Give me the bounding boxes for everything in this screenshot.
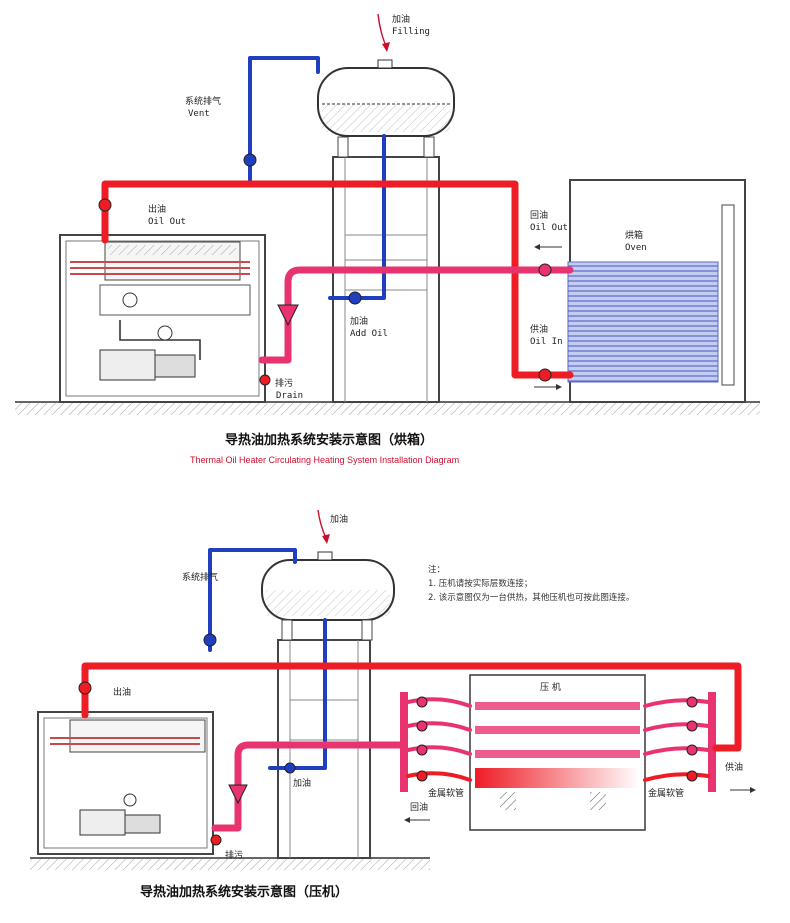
bottom-oil-out-label-cn: 出油 [113, 686, 131, 698]
bottom-diagram: 加油 系统排气 注： 1. 压机请按实际层数连接； 2. 该示意图仅为一台供热，… [30, 509, 756, 900]
bottom-heater-unit [37, 711, 214, 855]
bottom-expansion-tank [261, 551, 395, 641]
note-title: 注： [428, 564, 445, 575]
add-oil-label-en: Add Oil [350, 329, 388, 339]
bottom-return-pipe [211, 741, 404, 832]
return-label-cn: 回油 [530, 209, 548, 221]
oil-out-valve-icon [98, 198, 112, 212]
press-outlet-valve-icon [686, 720, 698, 732]
bottom-drain-valve-icon [210, 834, 222, 846]
bottom-vent-pipe [208, 548, 297, 652]
drain-label-en: Drain [276, 391, 303, 401]
filling-arrow-icon [377, 13, 387, 47]
press-outlet-valve-icon [686, 744, 698, 756]
hose-left-label-cn: 金属软管 [428, 787, 464, 799]
filling-label-en: Filling [392, 27, 430, 37]
vent-valve-icon [243, 153, 257, 167]
supply-label-cn: 供油 [530, 323, 548, 335]
press-label-cn: 压 机 [540, 681, 561, 693]
bottom-filling-label-cn: 加油 [330, 513, 348, 525]
add-oil-label-cn: 加油 [350, 315, 368, 327]
oil-out-label-en: Oil Out [148, 217, 186, 227]
supply-label-en: Oil In [530, 337, 563, 347]
bottom-press-machine [400, 674, 716, 831]
note-line-2: 2. 该示意图仅为一台供热，其他压机也可按此图连接。 [428, 592, 634, 603]
bottom-labels: 加油 系统排气 注： 1. 压机请按实际层数连接； 2. 该示意图仅为一台供热，… [113, 513, 743, 861]
filling-label-cn: 加油 [392, 13, 410, 25]
press-inlet-valve-icon [416, 744, 428, 756]
return-valve-icon [538, 263, 552, 277]
top-title-en: Thermal Oil Heater Circulating Heating S… [190, 455, 459, 465]
bottom-title-cn: 导热油加热系统安装示意图（压机） [140, 884, 348, 900]
top-arrows [377, 13, 562, 390]
drain-label-cn: 排污 [275, 377, 293, 389]
return-label-en: Oil Out [530, 223, 568, 233]
top-return-pipe [258, 266, 574, 364]
press-outlet-valve-icon [686, 696, 698, 708]
press-inlet-valve-icon [416, 720, 428, 732]
drain-valve-icon [259, 374, 271, 386]
top-expansion-tank [317, 59, 455, 137]
press-inlet-valve-icon [416, 770, 428, 782]
vent-label-en: Vent [188, 109, 210, 119]
bottom-valves [78, 633, 698, 846]
top-labels: 加油 Filling 系统排气 Vent 出油 Oil Out 回油 Oil O… [148, 13, 647, 401]
press-outlet-valve-icon [686, 770, 698, 782]
top-title-cn: 导热油加热系统安装示意图（烘箱） [225, 432, 433, 448]
add-oil-valve-icon [348, 291, 362, 305]
top-add-oil-pipe [328, 134, 386, 300]
bottom-oil-out-valve-icon [78, 681, 92, 695]
bottom-add-oil-valve-icon [284, 762, 296, 774]
press-inlet-valve-icon [416, 696, 428, 708]
bottom-vent-valve-icon [203, 633, 217, 647]
oven-label-en: Oven [625, 243, 647, 253]
bottom-add-oil-label-cn: 加油 [293, 777, 311, 789]
filter-icon [277, 304, 299, 327]
top-heater-unit [59, 234, 266, 403]
oven-label-cn: 烘箱 [625, 229, 643, 241]
top-oven [567, 179, 746, 403]
top-ground [15, 401, 760, 415]
bottom-drain-label-cn: 排污 [225, 849, 243, 861]
bottom-filter-icon [228, 784, 248, 805]
hose-right-label-cn: 金属软管 [648, 787, 684, 799]
top-valves [98, 153, 552, 386]
vent-label-cn: 系统排气 [185, 95, 221, 107]
top-diagram: 加油 Filling 系统排气 Vent 出油 Oil Out 回油 Oil O… [15, 13, 760, 465]
supply-valve-icon [538, 368, 552, 382]
bottom-supply-label-cn: 供油 [725, 761, 743, 773]
bottom-filling-arrow-icon [317, 509, 327, 539]
oil-out-label-cn: 出油 [148, 203, 166, 215]
bottom-arrows [317, 509, 756, 823]
top-vent-pipe [248, 56, 320, 186]
bottom-vent-label-cn: 系统排气 [182, 571, 218, 583]
bottom-return-label-cn: 回油 [410, 801, 428, 813]
note-line-1: 1. 压机请按实际层数连接； [428, 578, 532, 589]
